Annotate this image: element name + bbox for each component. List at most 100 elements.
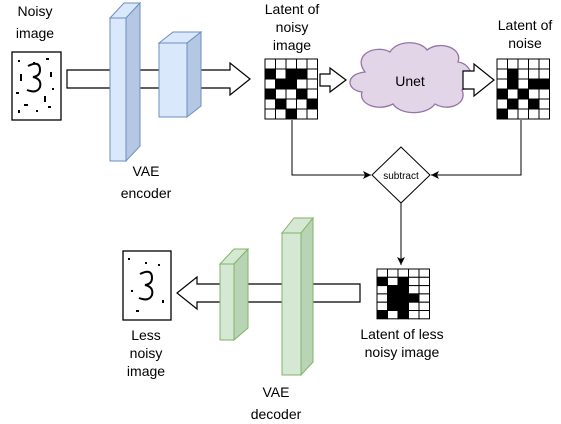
grid-cell [538,78,550,90]
grid-cell [496,78,508,90]
grid-cell [397,301,409,312]
grid-cell [387,268,399,278]
svg-text:image: image [273,37,311,53]
grid-cell [264,58,276,70]
grid-cell [408,293,420,303]
grid-cell [507,108,519,120]
grid-cell [306,78,318,90]
grid-cell [517,68,529,80]
decoder-flow-arrow [176,275,361,311]
grid-cell [507,58,519,70]
svg-text:Noisy: Noisy [17,3,52,19]
svg-text:Latent of: Latent of [265,1,320,17]
grid-cell [376,276,388,287]
svg-text:encoder: encoder [121,185,172,201]
subtract-label: subtract [383,171,419,182]
grid-cell [418,276,430,287]
grid-cell [408,301,420,312]
grid-cell [528,98,540,110]
subtract-node [371,146,431,204]
svg-text:Latent of less: Latent of less [360,326,443,342]
grid-cell [397,310,409,320]
grid-cell [528,108,540,120]
grid-cell [376,285,388,295]
grid-cell [538,98,550,110]
connector-latent-noisy-to-subtract [291,120,371,179]
grid-cell [408,276,420,287]
grid-cell [264,68,276,80]
grid-cell [376,301,388,312]
grid-cell [496,58,508,70]
grid-cell [275,78,287,90]
to-latent-noise-arrow [462,62,495,98]
grid-cell [528,88,540,100]
grid-cell [296,108,308,120]
grid-cell [275,108,287,120]
svg-text:image: image [127,363,165,379]
grid-cell [285,108,297,120]
grid-cell [517,88,529,100]
vae-decoder-block-1 [218,247,250,342]
grid-cell [306,108,318,120]
grid-cell [538,108,550,120]
vae-encoder-block-2 [157,30,203,119]
svg-text:Latent of: Latent of [498,17,553,33]
grid-cell [517,78,529,90]
latent-noisy-grid [264,58,318,120]
grid-cell [376,293,388,303]
grid-cell [387,301,399,312]
grid-cell [264,78,276,90]
grid-cell [275,98,287,110]
vae-decoder-block-2 [280,216,315,377]
vae-decoder-label: VAE decoder [251,384,302,422]
grid-cell [275,58,287,70]
grid-cell [306,98,318,110]
grid-cell [264,98,276,110]
grid-cell [408,285,420,295]
grid-cell [408,268,420,278]
less-noisy-image-thumbnail [122,250,172,321]
grid-cell [528,68,540,80]
grid-cell [296,88,308,100]
svg-text:Less: Less [131,327,161,343]
grid-cell [264,108,276,120]
grid-cell [418,293,430,303]
grid-cell [387,276,399,287]
latent-less-noisy-grid [376,268,430,320]
grid-cell [408,310,420,320]
svg-text:noisy image: noisy image [365,344,440,360]
grid-cell [285,58,297,70]
grid-cell [496,108,508,120]
grid-cell [496,68,508,80]
grid-cell [387,310,399,320]
grid-cell [418,301,430,312]
grid-cell [517,58,529,70]
svg-text:image: image [16,25,54,41]
grid-cell [285,98,297,110]
svg-text:noise: noise [508,35,542,51]
grid-cell [264,88,276,100]
grid-cell [418,310,430,320]
grid-cell [296,58,308,70]
noisy-image-label: Noisy image [16,3,54,41]
grid-cell [507,98,519,110]
noisy-image-thumbnail [11,51,62,121]
latent-less-noisy-label: Latent of less noisy image [360,326,443,360]
grid-cell [507,88,519,100]
grid-cell [517,98,529,110]
grid-cell [397,276,409,287]
latent-noise-grid [496,58,550,120]
grid-cell [538,58,550,70]
grid-cell [528,58,540,70]
grid-cell [528,78,540,90]
grid-cell [387,285,399,295]
grid-cell [507,78,519,90]
svg-text:noisy: noisy [276,19,309,35]
grid-cell [376,268,388,278]
grid-cell [496,88,508,100]
grid-cell [397,285,409,295]
grid-cell [285,78,297,90]
vae-encoder-label: VAE encoder [121,163,172,201]
grid-cell [538,68,550,80]
